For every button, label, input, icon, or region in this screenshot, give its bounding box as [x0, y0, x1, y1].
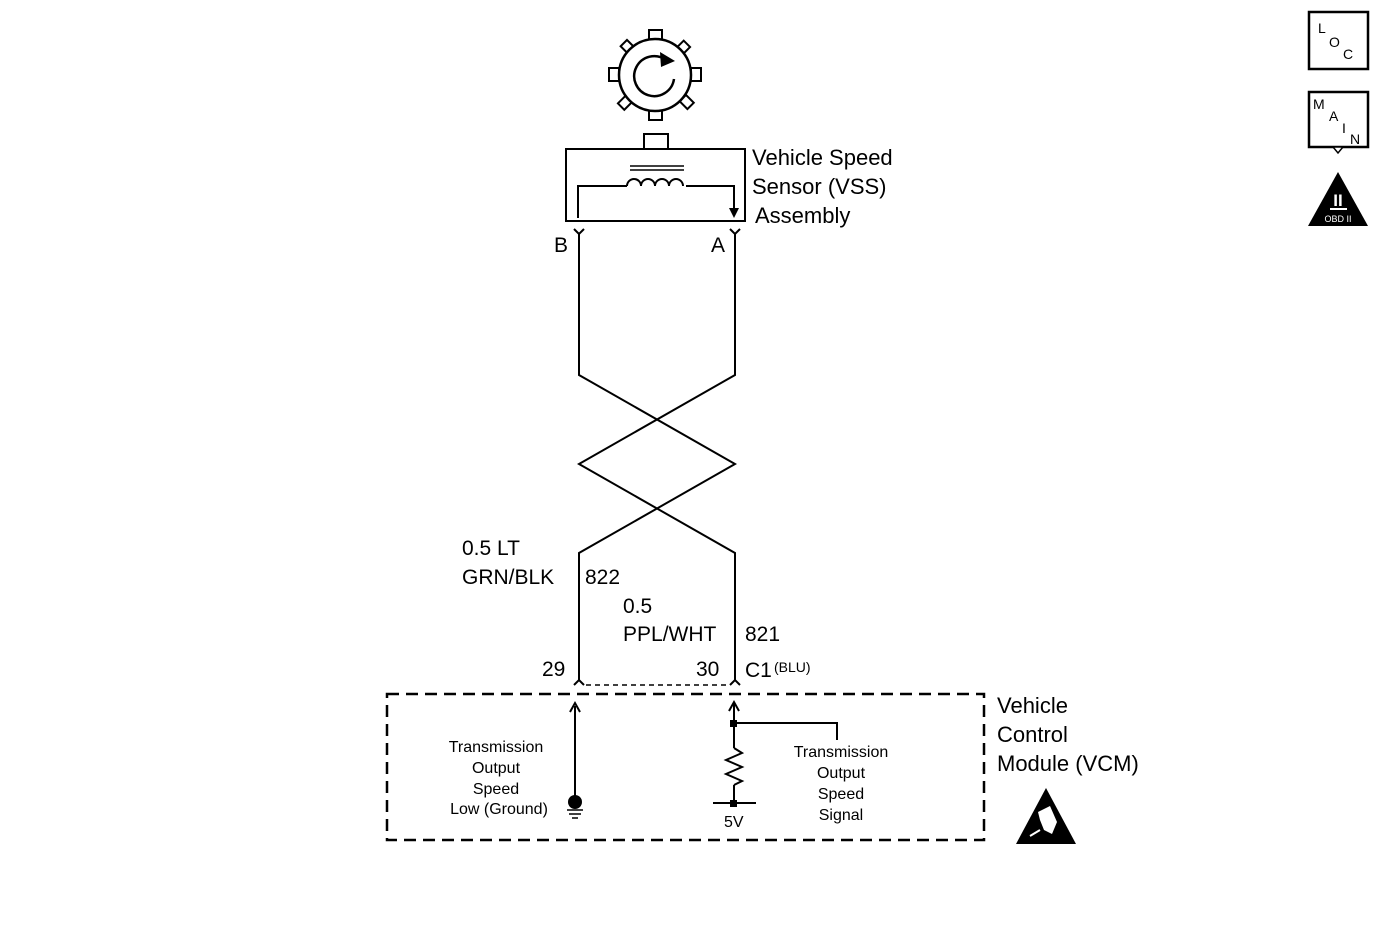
- sensor-title-line-2: Sensor (VSS): [752, 174, 887, 199]
- wire-circuit-821: [576, 234, 736, 680]
- vcm-title-line-2: Control: [997, 722, 1068, 747]
- vcm-boundary: [385, 692, 986, 842]
- speed-sensor-box: [565, 148, 746, 222]
- svg-text:O: O: [1329, 34, 1340, 50]
- obd-ii-icon[interactable]: II OBD II: [1308, 172, 1368, 226]
- connector-pin-29: 29: [542, 658, 565, 681]
- wire-821-color: PPL/WHT: [623, 623, 717, 646]
- wire-822-gauge: 0.5 LT: [462, 537, 520, 560]
- svg-text:L: L: [1318, 20, 1326, 36]
- signal-circuit-line-1: Transmission: [794, 744, 889, 761]
- svg-text:A: A: [1329, 108, 1339, 124]
- ground-circuit-line-4: Low (Ground): [450, 801, 548, 818]
- signal-circuit: [713, 699, 838, 807]
- sensor-pin-b-label: B: [554, 234, 568, 257]
- svg-text:I: I: [1342, 120, 1346, 136]
- reluctor-wheel-icon: [608, 29, 702, 121]
- connector-color: (BLU): [774, 659, 811, 675]
- obd-ii-numeral: II: [1333, 191, 1342, 210]
- ground-circuit-line-3: Speed: [473, 781, 519, 798]
- obd-ii-label: OBD II: [1324, 214, 1351, 224]
- signal-circuit-line-3: Speed: [818, 786, 864, 803]
- sensor-title-line-1: Vehicle Speed: [752, 145, 893, 170]
- main-icon[interactable]: M A I N: [1307, 90, 1370, 155]
- wire-821-circuit: 821: [745, 623, 780, 646]
- wire-821-gauge: 0.5: [623, 595, 652, 618]
- wire-circuit-822: [578, 234, 738, 680]
- vcm-title-line-3: Module (VCM): [997, 751, 1139, 776]
- svg-text:M: M: [1313, 96, 1325, 112]
- wire-822-color: GRN/BLK: [462, 566, 554, 589]
- svg-text:C: C: [1343, 46, 1353, 62]
- connector-name: C1: [745, 659, 772, 682]
- esd-warning-icon: [1016, 788, 1076, 844]
- sensor-title-line-3: Assembly: [755, 203, 850, 228]
- svg-text:N: N: [1350, 131, 1360, 147]
- connector-pin-30: 30: [696, 658, 719, 681]
- vcm-title-line-1: Vehicle: [997, 693, 1068, 718]
- wire-822-circuit: 822: [585, 566, 620, 589]
- supply-voltage: 5V: [724, 814, 744, 831]
- loc-icon[interactable]: L O C: [1307, 10, 1370, 71]
- sensor-stem: [643, 133, 669, 150]
- sensor-pin-a-label: A: [711, 234, 725, 257]
- ground-circuit-line-1: Transmission: [449, 739, 544, 756]
- ground-circuit: [567, 700, 583, 819]
- sensor-pin-b-mark: [573, 228, 585, 236]
- signal-circuit-line-2: Output: [817, 765, 866, 782]
- ground-circuit-line-2: Output: [472, 760, 521, 777]
- connector-pin-marks: [573, 678, 741, 686]
- sensor-pin-a-mark: [729, 228, 741, 236]
- signal-circuit-line-4: Signal: [819, 807, 863, 824]
